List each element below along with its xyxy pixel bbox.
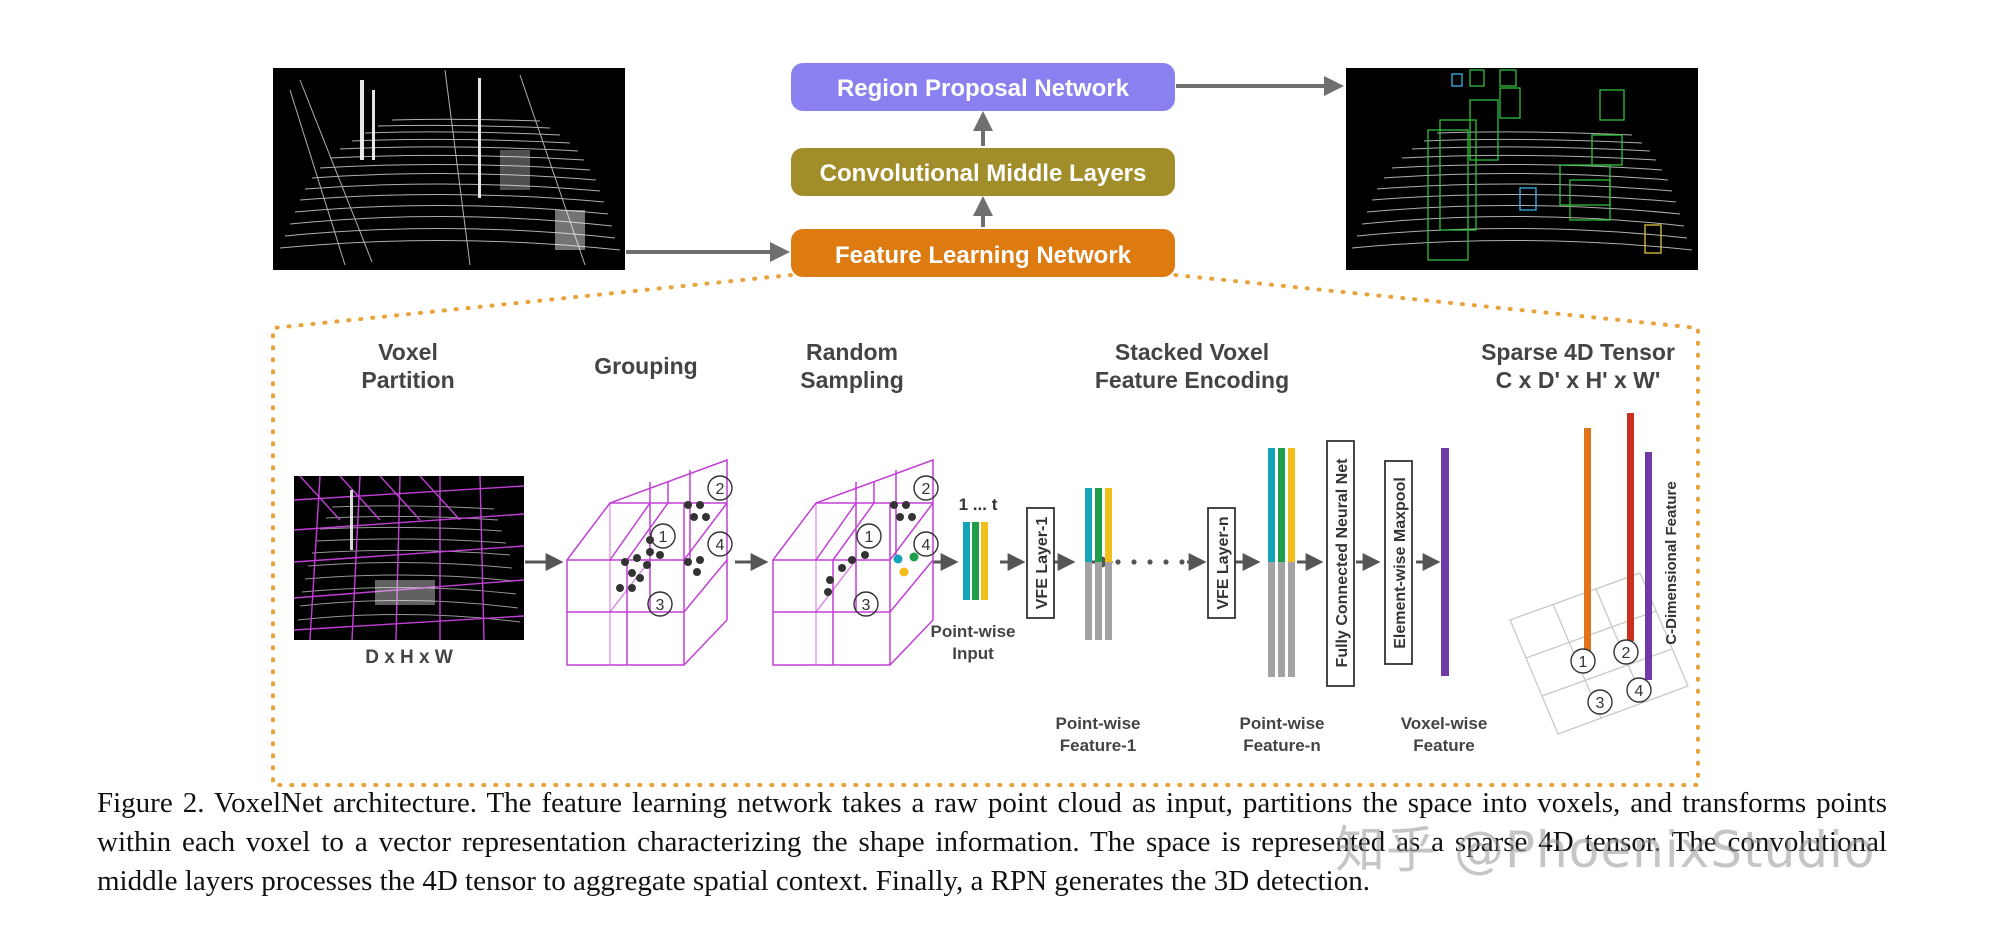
sparse-tensor-title: Sparse 4D Tensor — [1481, 339, 1675, 365]
figure-caption: Figure 2. VoxelNet architecture. The fea… — [97, 787, 1887, 897]
pointwise-input-bars — [963, 522, 988, 600]
voxelwise-feature-label: Voxel-wise — [1401, 714, 1488, 733]
vfe-layer-1-box: VFE Layer-1 — [1026, 507, 1055, 619]
grouping-voxel-grid — [566, 458, 728, 666]
voxel-number-2: 2 — [716, 481, 725, 498]
voxel-number-4: 4 — [716, 537, 725, 554]
voxelwise-feature-label-line2: Feature — [1413, 736, 1474, 755]
top-flow-arrows — [626, 76, 1344, 262]
voxel-partition-image — [293, 475, 525, 641]
fln-label: Feature Learning Network — [835, 242, 1132, 269]
sampled-points — [824, 501, 916, 596]
fully-connected-net-box: Fully Connected Neural Net — [1326, 440, 1355, 687]
voxel-number-1: 1 — [865, 529, 874, 546]
grouping-points — [616, 501, 710, 592]
random-sampling-title: Random — [806, 339, 898, 365]
vfe-layer-n-label: VFE Layer-n — [1215, 516, 1232, 609]
feature-learning-network-box: Feature Learning Network — [791, 229, 1175, 277]
voxel-number-4: 4 — [922, 537, 931, 554]
sampling-voxel-grid — [772, 458, 934, 666]
voxel-number-1: 1 — [1579, 654, 1588, 671]
voxel-number-3: 3 — [1596, 695, 1605, 712]
cml-label: Convolutional Middle Layers — [820, 160, 1147, 187]
voxel-number-3: 3 — [862, 597, 871, 614]
one-to-t-label: 1 ... t — [959, 495, 998, 514]
voxel-number-2: 2 — [1622, 645, 1631, 662]
pointwise-feature-n-label-line2: Feature-n — [1243, 736, 1320, 755]
elementwise-maxpool-box: Element-wise Maxpool — [1384, 460, 1413, 665]
pointwise-input-label-line2: Input — [952, 644, 994, 663]
voxel-number-4: 4 — [1635, 683, 1644, 700]
pointwise-feature-1-label: Point-wise — [1055, 714, 1140, 733]
stacked-vfe-title: Stacked Voxel — [1115, 339, 1269, 365]
grouping-title: Grouping — [594, 353, 697, 379]
voxel-partition-title-line2: Partition — [361, 367, 454, 393]
sampled-colored-points — [893, 552, 919, 577]
input-point-cloud-image — [273, 68, 625, 270]
pointwise-input-label: Point-wise — [930, 622, 1015, 641]
sparse-tensor-bars — [1584, 413, 1652, 680]
voxel-partition-title: Voxel — [378, 339, 438, 365]
tensor-voxel-numbers: 1 2 3 4 — [1570, 639, 1652, 715]
rpn-label: Region Proposal Network — [837, 75, 1130, 102]
feature-learning-detail-border — [271, 273, 1700, 787]
voxelwise-feature-bar — [1441, 448, 1449, 676]
random-sampling-title-line2: Sampling — [800, 367, 904, 393]
ellipsis-dots — [1115, 559, 1185, 565]
region-proposal-network-box: Region Proposal Network — [791, 63, 1175, 111]
voxel-number-1: 1 — [659, 529, 668, 546]
voxel-number-3: 3 — [656, 597, 665, 614]
pointwise-feature-n-bars — [1268, 448, 1295, 677]
vfe-layer-n-box: VFE Layer-n — [1207, 507, 1236, 619]
grouping-voxel-numbers: 1 2 3 4 — [647, 475, 733, 617]
watermark: 知乎 @PhoenixStudio — [1335, 821, 1876, 879]
fcn-label: Fully Connected Neural Net — [1334, 458, 1351, 668]
voxel-number-2: 2 — [922, 481, 931, 498]
dxhxw-label: D x H x W — [365, 647, 453, 668]
stacked-vfe-title-line2: Feature Encoding — [1095, 367, 1289, 393]
convolutional-middle-layers-box: Convolutional Middle Layers — [791, 148, 1175, 196]
sparse-tensor-title-line2: C x D' x H' x W' — [1496, 367, 1661, 393]
pointwise-feature-1-bars — [1085, 488, 1112, 640]
pointwise-feature-n-label: Point-wise — [1239, 714, 1324, 733]
pointwise-feature-1-label-line2: Feature-1 — [1060, 736, 1137, 755]
c-dimensional-feature-label: C-Dimensional Feature — [1663, 481, 1680, 644]
sampling-voxel-numbers: 1 2 3 4 — [853, 475, 939, 617]
maxpool-label: Element-wise Maxpool — [1392, 477, 1409, 649]
output-detection-image — [1346, 68, 1698, 270]
vfe-layer-1-label: VFE Layer-1 — [1034, 517, 1051, 610]
